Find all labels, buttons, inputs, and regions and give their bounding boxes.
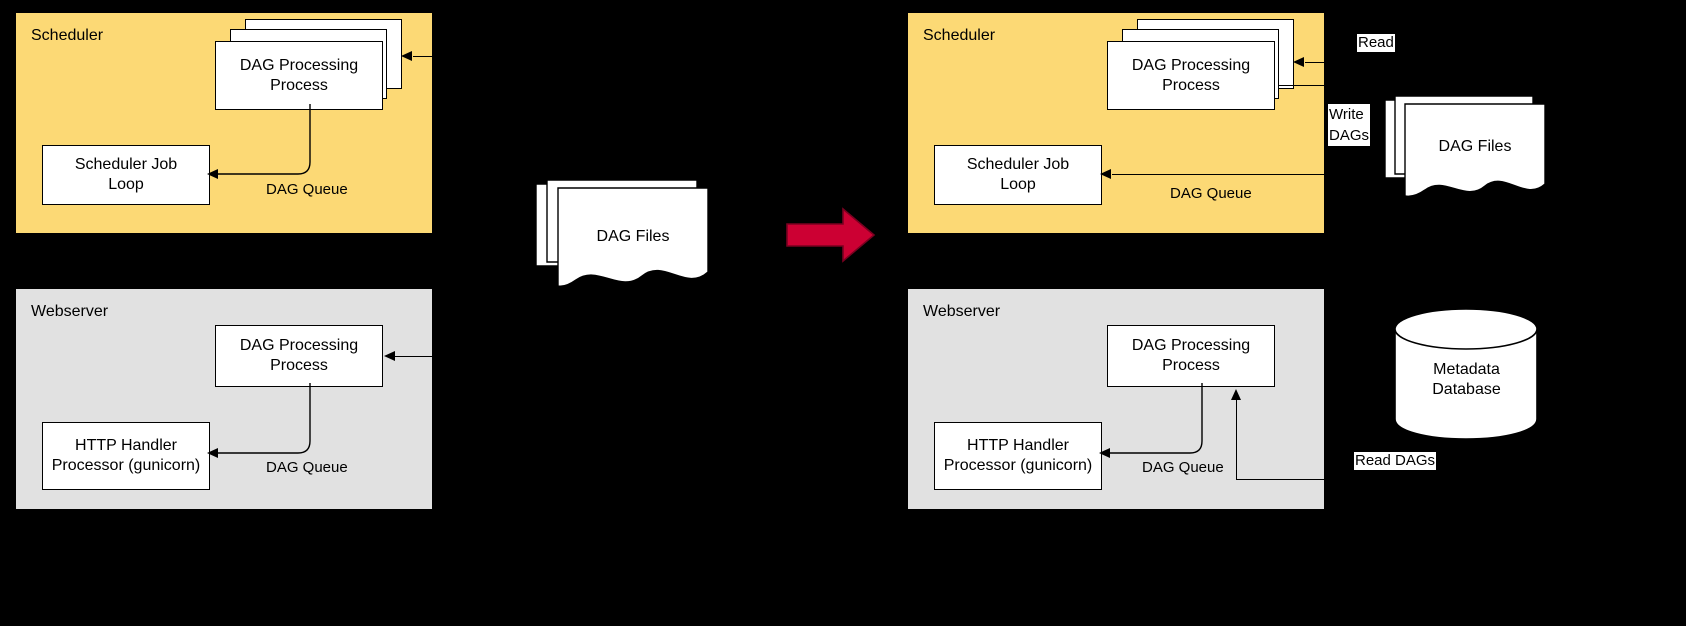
right-dag-files-label: DAG Files	[1438, 138, 1512, 155]
dag-processing-line2: Process	[1162, 357, 1220, 374]
job-loop-line2: Loop	[1000, 176, 1036, 193]
right-scheduler-dag-queue-label: DAG Queue	[1170, 185, 1252, 202]
right-webserver-title: Webserver	[923, 303, 1001, 320]
job-loop-line2: Loop	[108, 176, 144, 193]
right-webserver-http-handler-box: HTTP Handler Processor (gunicorn)	[934, 422, 1102, 490]
right-webserver-dag-queue-connector	[1092, 383, 1222, 463]
right-scheduler-dag-queue-arrowhead	[1100, 169, 1111, 179]
left-webserver-dag-queue-connector	[200, 383, 330, 463]
database-line1: Metadata	[1433, 361, 1500, 378]
right-scheduler-dag-processing-box: DAG Processing Process	[1107, 41, 1275, 110]
write-dags-line2: DAGs	[1329, 127, 1370, 144]
right-scheduler-read-line	[1305, 62, 1387, 63]
right-webserver-dag-processing-box: DAG Processing Process	[1107, 325, 1275, 387]
middle-dag-files-label: DAG Files	[596, 228, 670, 245]
left-scheduler-title: Scheduler	[31, 27, 104, 44]
right-write-dags-label: Write DAGs	[1328, 104, 1371, 146]
left-webserver-read-arrowhead	[384, 351, 395, 361]
database-line2: Database	[1432, 381, 1501, 398]
metadata-database-cylinder: Metadata Database	[1394, 308, 1539, 440]
metadata-database-label: Metadata Database	[1394, 360, 1539, 400]
right-scheduler-title: Scheduler	[923, 27, 996, 44]
left-webserver-http-handler-box: HTTP Handler Processor (gunicorn)	[42, 422, 210, 490]
dag-processing-line1: DAG Processing	[1131, 56, 1251, 74]
dag-processing-line2: Process	[270, 76, 328, 94]
left-scheduler-job-loop-box: Scheduler Job Loop	[42, 145, 210, 205]
left-scheduler-dag-processing-box: DAG Processing Process	[215, 41, 383, 110]
middle-dag-files-documents: DAG Files	[535, 179, 709, 290]
right-webserver-readdags-arrowhead	[1231, 389, 1241, 400]
left-webserver-dag-processing-box: DAG Processing Process	[215, 325, 383, 387]
http-handler-line1: HTTP Handler	[967, 437, 1069, 454]
dag-processing-line1: DAG Processing	[239, 337, 359, 354]
left-scheduler-dag-queue-label: DAG Queue	[266, 181, 348, 198]
http-handler-line2: Processor (gunicorn)	[51, 457, 201, 474]
right-scheduler-dag-processing-stack: DAG Processing Process	[1107, 19, 1294, 114]
left-webserver-dag-queue-arrowhead	[207, 448, 218, 458]
dag-processing-line2: Process	[1162, 76, 1220, 94]
right-read-dags-label: Read DAGs	[1354, 452, 1437, 470]
right-scheduler-job-loop-box: Scheduler Job Loop	[934, 145, 1102, 205]
job-loop-line1: Scheduler Job	[74, 156, 178, 173]
dag-processing-line1: DAG Processing	[239, 56, 359, 74]
write-dags-line1: Write	[1329, 106, 1364, 123]
left-scheduler-read-arrowhead	[401, 51, 412, 61]
right-scheduler-write-line	[1279, 85, 1387, 86]
dag-processing-line2: Process	[270, 357, 328, 374]
left-webserver-dag-queue-label: DAG Queue	[266, 459, 348, 476]
dag-processing-line1: DAG Processing	[1131, 337, 1251, 354]
transform-arrow-icon	[786, 204, 876, 266]
http-handler-line2: Processor (gunicorn)	[943, 457, 1093, 474]
right-webserver-dag-queue-arrowhead	[1099, 448, 1110, 458]
http-handler-line1: HTTP Handler	[75, 437, 177, 454]
left-scheduler-read-line	[413, 56, 475, 57]
right-webserver-readdags-vline	[1236, 400, 1237, 480]
left-webserver-title: Webserver	[31, 303, 109, 320]
right-webserver-dag-queue-label: DAG Queue	[1142, 459, 1224, 476]
right-read-label: Read	[1357, 34, 1395, 52]
right-scheduler-read-arrowhead	[1293, 57, 1304, 67]
left-scheduler-dag-processing-stack: DAG Processing Process	[215, 19, 402, 114]
left-scheduler-dag-queue-arrowhead	[207, 169, 218, 179]
job-loop-line1: Scheduler Job	[966, 156, 1070, 173]
right-scheduler-dag-queue-line	[1112, 174, 1325, 175]
right-webserver-readdags-hline	[1236, 479, 1326, 480]
right-dag-files-documents: DAG Files	[1384, 95, 1546, 201]
left-scheduler-dag-queue-connector	[200, 104, 330, 184]
left-webserver-read-line	[395, 356, 475, 357]
